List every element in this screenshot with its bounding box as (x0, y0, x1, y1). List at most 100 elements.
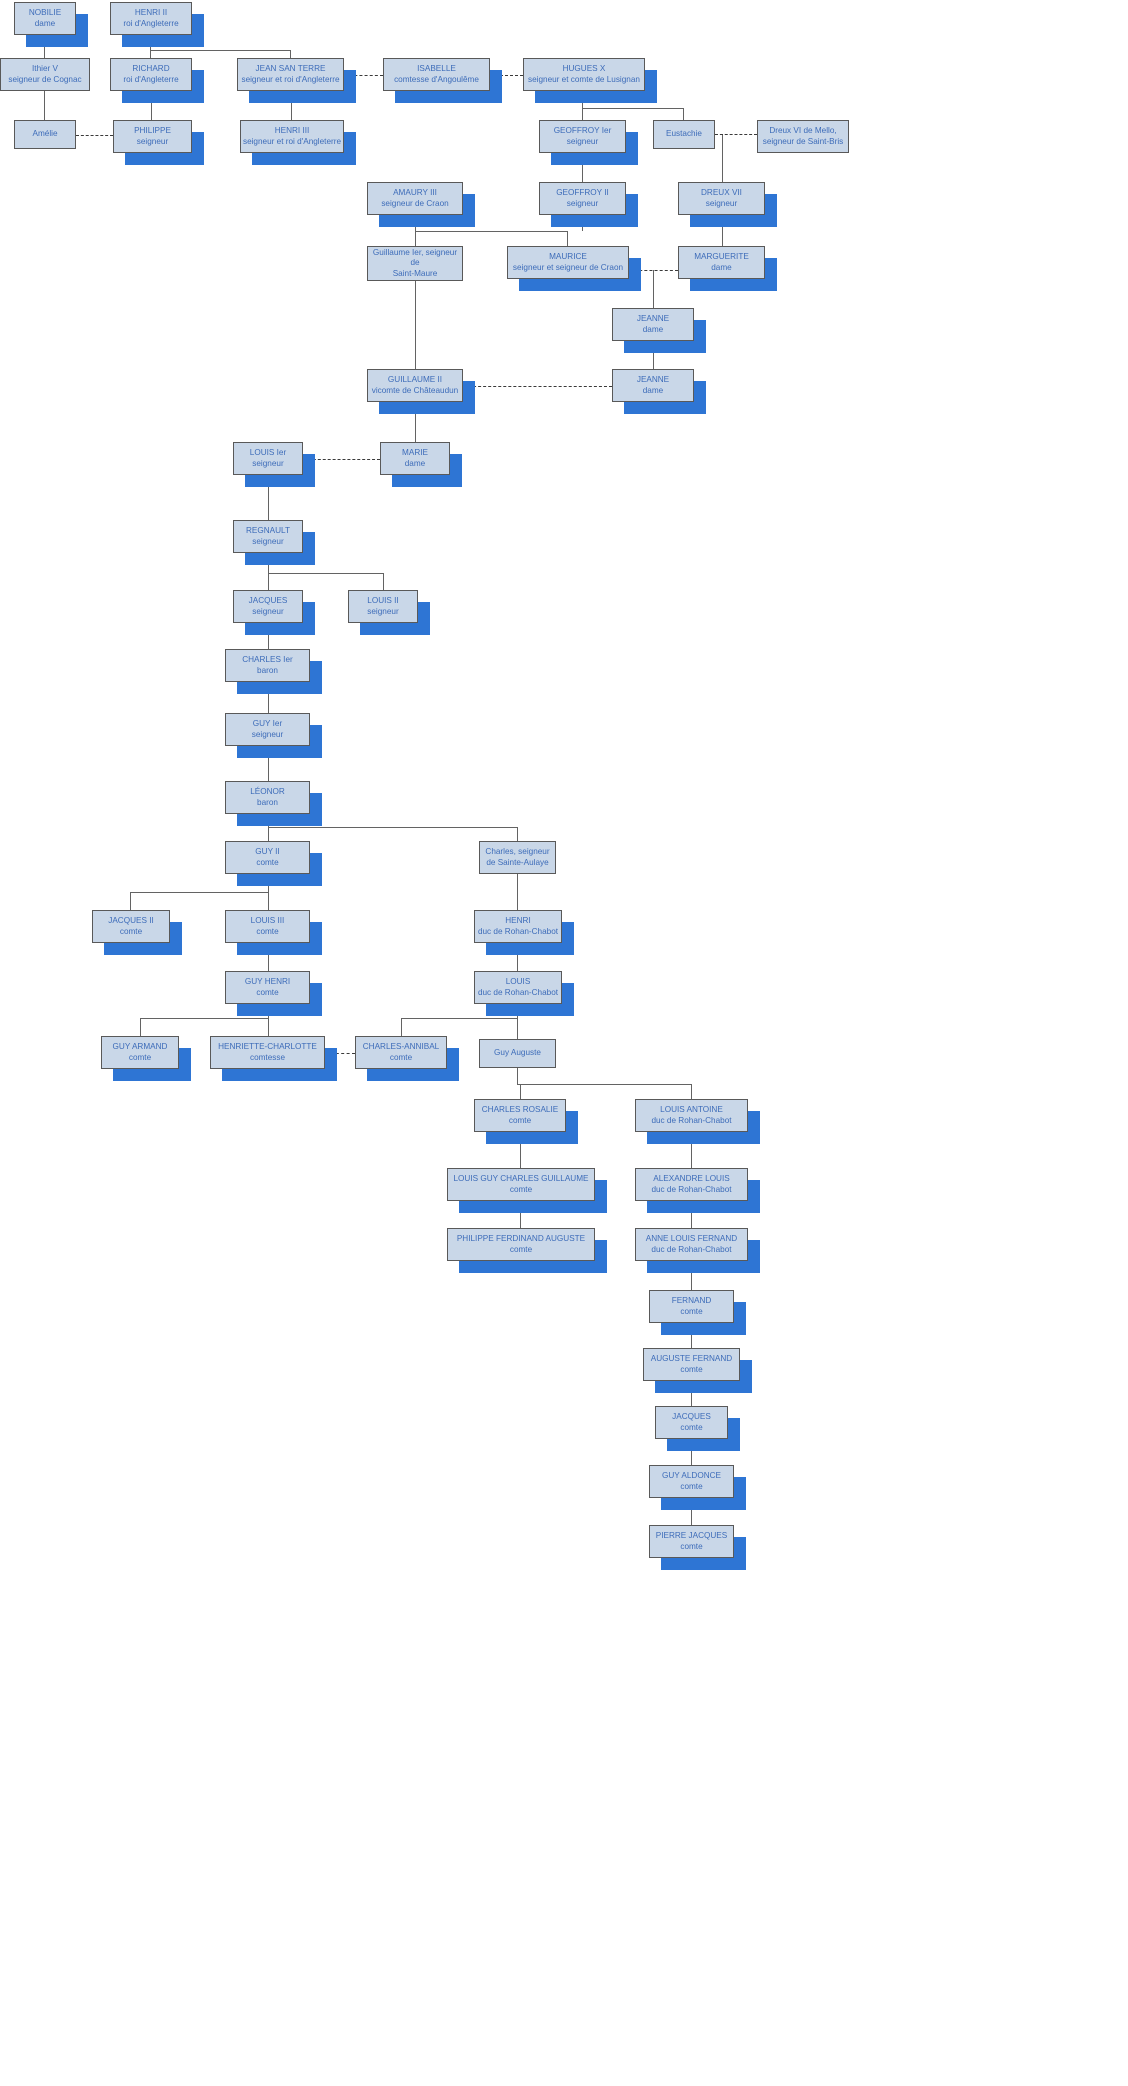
person-title: de Sainte-Aulaye (486, 857, 549, 867)
person-name: Guy Auguste (494, 1048, 541, 1058)
connector-line (401, 1018, 518, 1020)
person-title: seigneur (252, 606, 284, 616)
person-title: duc de Rohan-Chabot (477, 926, 559, 936)
person-name: GUY HENRI (244, 977, 291, 987)
person-name: ANNE LOUIS FERNAND (645, 1234, 738, 1244)
person-title: seigneur (566, 198, 599, 208)
connector-line (722, 215, 724, 246)
connector-line (268, 943, 270, 971)
connector-line (517, 1018, 519, 1039)
person-node-amelie[interactable]: Amélie (14, 120, 76, 149)
person-node-dreux6[interactable]: Dreux VI de Mello,seigneur de Saint-Bris (757, 120, 849, 153)
person-title: comte (128, 1052, 152, 1062)
person-title: dame (642, 385, 664, 395)
connector-line (268, 892, 270, 910)
person-name: REGNAULT (246, 526, 290, 536)
connector-line (150, 50, 291, 52)
person-name: RICHARD (132, 64, 170, 74)
person-title: comte (256, 926, 279, 936)
connector-line (517, 1084, 691, 1086)
connector-line (691, 1381, 693, 1406)
marriage-line (76, 135, 113, 136)
connector-line (517, 943, 519, 971)
connector-line (415, 231, 568, 233)
person-name: PIERRE JACQUES (655, 1531, 728, 1541)
person-title: roi d'Angleterre (123, 18, 179, 28)
person-name: JEANNE (636, 314, 670, 324)
person-title: comte (389, 1052, 413, 1062)
person-name: HENRI (505, 916, 531, 926)
connector-line (653, 270, 655, 308)
person-node-eustachie[interactable]: Eustachie (653, 120, 715, 149)
connector-line (520, 1084, 522, 1099)
person-name: CHARLES-ANNIBAL (362, 1042, 440, 1052)
person-name: GUILLAUME II (387, 375, 443, 385)
person-node-guyauguste[interactable]: Guy Auguste (479, 1039, 556, 1068)
person-title: seigneur (566, 136, 599, 146)
person-name: MARIE (402, 448, 428, 458)
person-name: GEOFFROY Ier (553, 126, 612, 136)
person-title: seigneur et roi d'Angleterre (242, 136, 342, 146)
connector-line (130, 892, 269, 894)
person-title: comte (680, 1422, 703, 1432)
person-name: DREUX VII (701, 188, 742, 198)
person-name: MAURICE (549, 252, 587, 262)
marriage-line (344, 75, 383, 76)
connector-line (268, 1018, 270, 1036)
connector-line (401, 1018, 403, 1036)
person-title: comte (680, 1306, 703, 1316)
person-title: seigneur (252, 536, 284, 546)
person-title: seigneur (252, 458, 284, 468)
person-title: duc de Rohan-Chabot (477, 987, 559, 997)
person-title: baron (257, 797, 278, 807)
